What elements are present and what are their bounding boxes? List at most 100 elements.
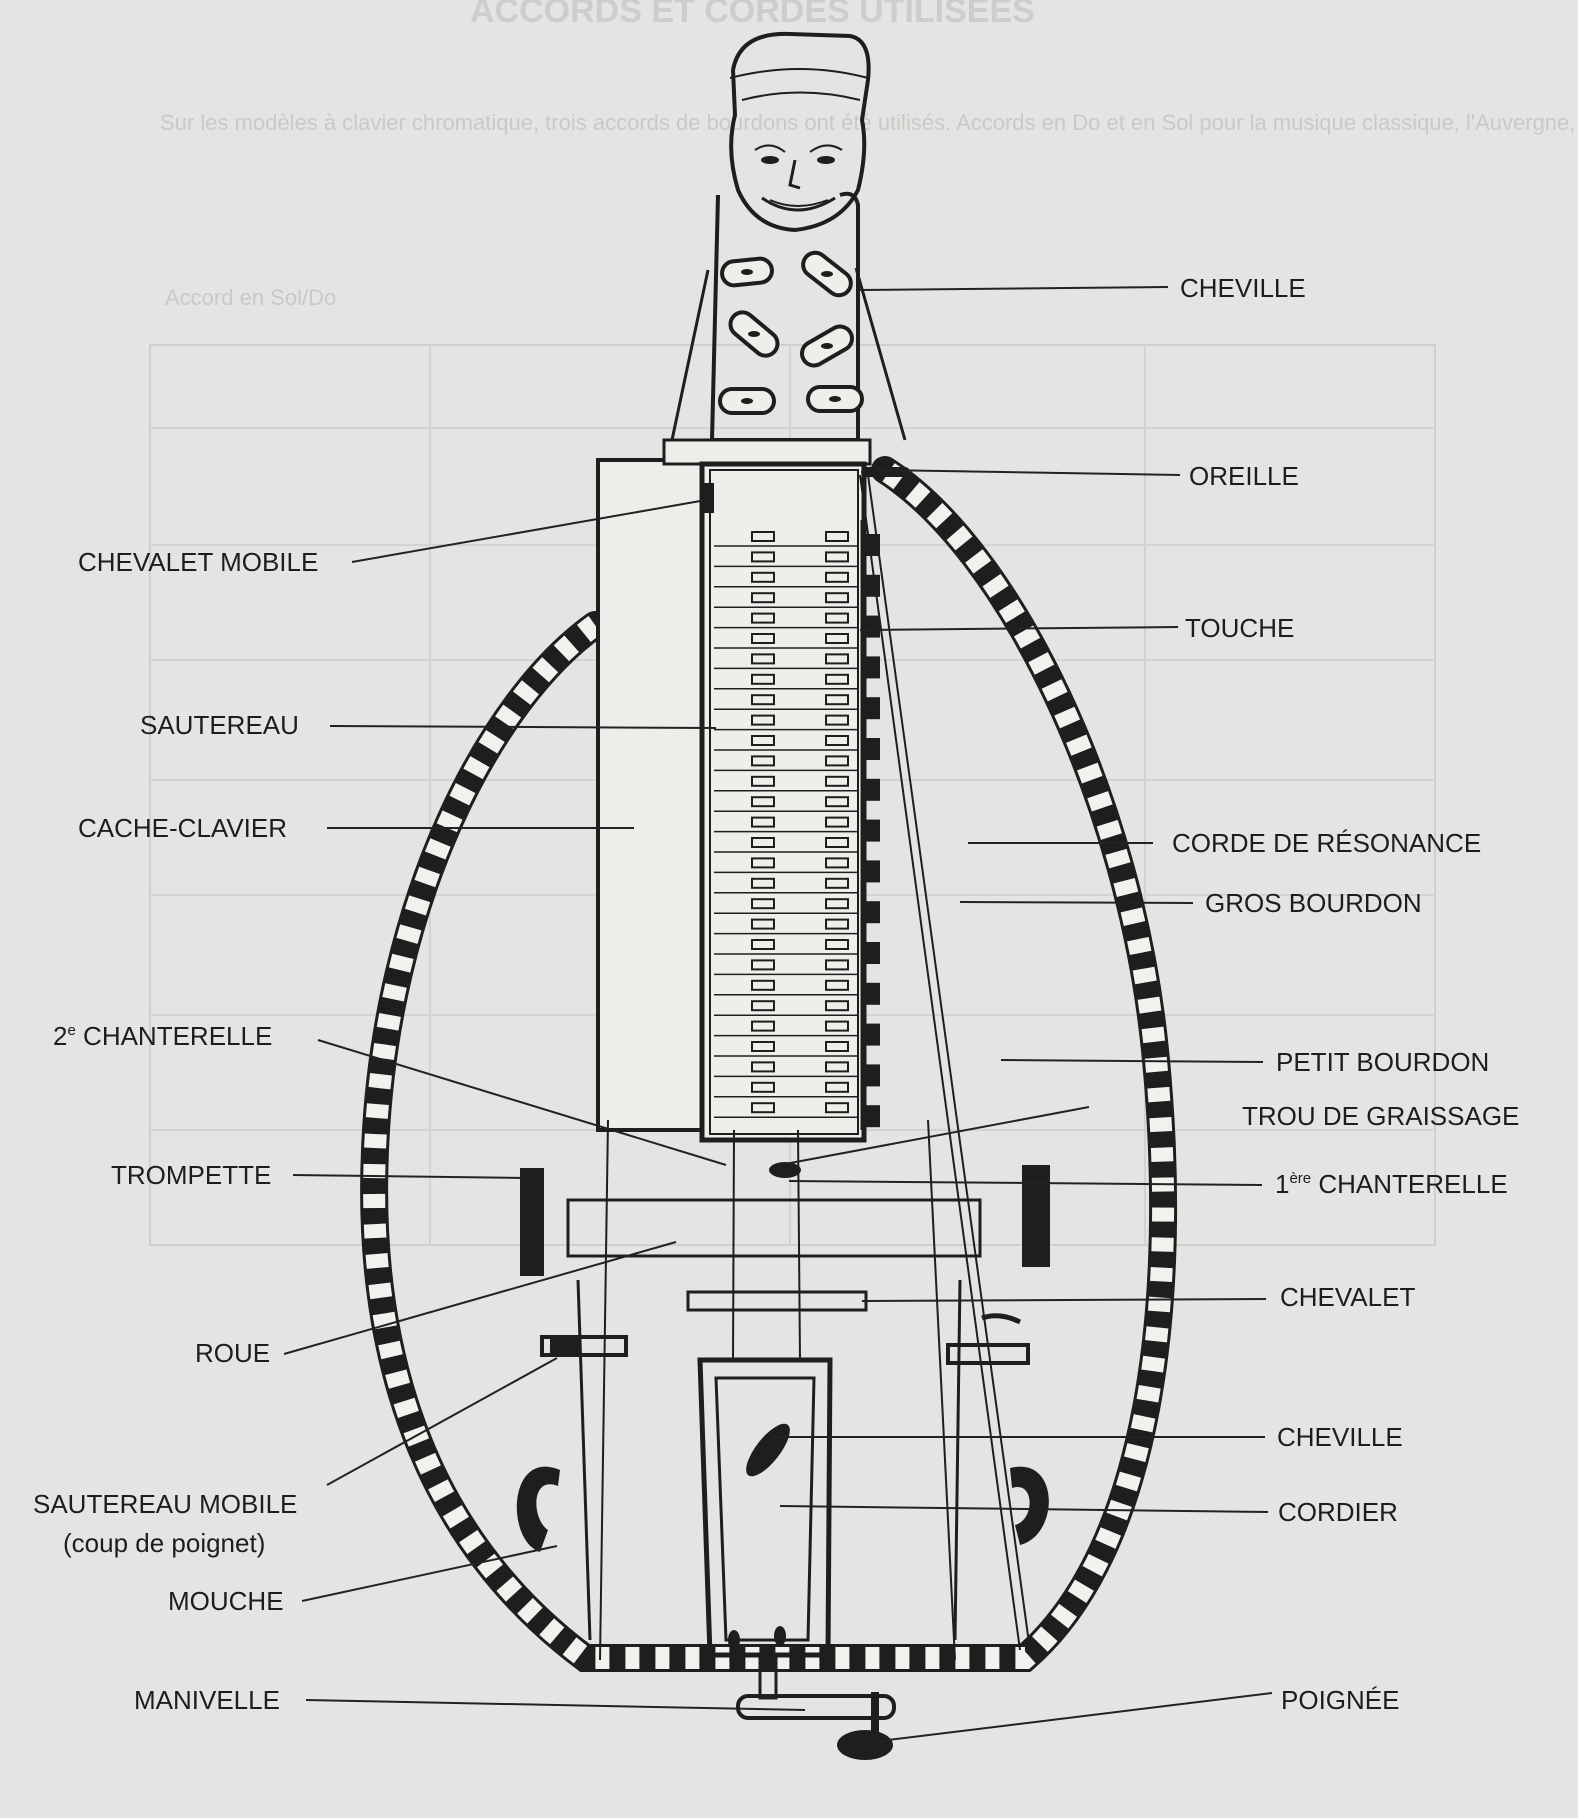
key-tangent: [751, 755, 775, 767]
key-tangent: [825, 1000, 849, 1012]
key-tangent: [825, 633, 849, 644]
key-tangent: [751, 735, 775, 746]
key-tangent: [825, 898, 849, 910]
key-tangent: [825, 612, 849, 624]
key-tangent: [825, 775, 849, 787]
key-head: [866, 942, 880, 964]
label-2e-chanterelle: 2e CHANTERELLE: [53, 1021, 272, 1051]
leader-lines: [283, 286, 1273, 1743]
key-tangent: [825, 653, 849, 665]
ghost-subheading: Accord en Sol/Do: [165, 285, 336, 310]
key-tangent: [751, 939, 775, 950]
key-tangent: [825, 531, 849, 542]
key-tangent: [751, 796, 775, 808]
label-cache-clavier: CACHE-CLAVIER: [78, 813, 287, 843]
key-head: [866, 1105, 880, 1128]
key-tangent: [751, 571, 775, 583]
label-roue: ROUE: [195, 1338, 270, 1368]
key-tangent: [825, 592, 849, 604]
key-tangent: [751, 1041, 775, 1052]
label-sautereau-mobile: SAUTEREAU MOBILE: [33, 1489, 297, 1519]
crank-handle-icon: [736, 1656, 896, 1760]
key-tangent: [825, 755, 849, 767]
key-tangent: [825, 877, 849, 889]
key-tangent: [751, 775, 775, 787]
key-head: [866, 738, 880, 760]
keyboard-keys: [714, 531, 880, 1128]
key-tangent: [751, 898, 775, 910]
key-tangent: [825, 571, 849, 583]
key-tangent: [825, 694, 849, 706]
label-mouche: MOUCHE: [168, 1586, 284, 1616]
key-tangent: [825, 1020, 849, 1032]
key-head: [866, 860, 880, 883]
key-tangent: [751, 816, 775, 828]
label-touche: TOUCHE: [1185, 613, 1294, 643]
key-tangent: [825, 1061, 849, 1073]
label-oreille: OREILLE: [1189, 461, 1299, 491]
key-head: [866, 778, 880, 801]
key-tangent: [751, 714, 775, 726]
key-tangent: [825, 918, 849, 930]
key-tangent: [825, 1081, 849, 1093]
label-corde-de-resonance: CORDE DE RÉSONANCE: [1172, 828, 1481, 858]
key-tangent: [751, 673, 775, 685]
label-chevalet-mobile: CHEVALET MOBILE: [78, 547, 318, 577]
key-tangent: [751, 959, 775, 971]
key-tangent: [751, 531, 775, 542]
carved-head-icon: [729, 31, 871, 233]
label-sautereau: SAUTEREAU: [140, 710, 299, 740]
key-head: [866, 982, 880, 1005]
key-tangent: [825, 735, 849, 746]
ghost-paragraph: Sur les modèles à clavier chromatique, t…: [160, 110, 1578, 135]
key-head: [866, 819, 880, 842]
key-tangent: [751, 837, 775, 848]
key-tangent: [751, 1000, 775, 1012]
key-tangent: [751, 1020, 775, 1032]
key-head: [866, 574, 880, 597]
key-tangent: [751, 857, 775, 869]
key-tangent: [751, 694, 775, 706]
label-petit-bourdon: PETIT BOURDON: [1276, 1047, 1489, 1077]
key-head: [866, 656, 880, 679]
key-tangent: [751, 1061, 775, 1073]
key-tangent: [751, 633, 775, 644]
key-tangent: [751, 1081, 775, 1093]
tuning-peg-icon: [718, 250, 864, 415]
key-tangent: [751, 612, 775, 624]
key-tangent: [825, 796, 849, 808]
key-head: [866, 1023, 880, 1046]
label-1ere-chanterelle: 1ère CHANTERELLE: [1275, 1169, 1508, 1199]
part-labels: CHEVILLE OREILLE CHEVALET MOBILE TOUCHE …: [33, 273, 1519, 1715]
key-tangent: [825, 939, 849, 950]
key-tangent: [751, 979, 775, 991]
label-cheville-top: CHEVILLE: [1180, 273, 1306, 303]
key-tangent: [825, 979, 849, 991]
key-tangent: [825, 857, 849, 869]
label-poignee: POIGNÉE: [1281, 1685, 1399, 1715]
sound-hole-icon: [516, 1466, 1049, 1552]
label-gros-bourdon: GROS BOURDON: [1205, 888, 1422, 918]
key-tangent: [825, 714, 849, 726]
label-manivelle: MANIVELLE: [134, 1685, 280, 1715]
label-chevalet: CHEVALET: [1280, 1282, 1415, 1312]
label-cordier: CORDIER: [1278, 1497, 1398, 1527]
key-tangent: [825, 551, 849, 563]
key-tangent: [751, 592, 775, 604]
key-tangent: [751, 1102, 775, 1114]
key-tangent: [825, 1041, 849, 1052]
key-head: [866, 697, 880, 720]
key-head: [866, 1064, 880, 1087]
key-tangent: [825, 837, 849, 848]
label-trompette: TROMPETTE: [111, 1160, 271, 1190]
label-cheville-bottom: CHEVILLE: [1277, 1422, 1403, 1452]
key-tangent: [751, 653, 775, 665]
key-head: [866, 901, 880, 924]
key-tangent: [825, 1102, 849, 1114]
key-tangent: [751, 918, 775, 930]
key-tangent: [825, 816, 849, 828]
key-head: [866, 615, 880, 638]
label-trou-de-graissage: TROU DE GRAISSAGE: [1242, 1101, 1519, 1131]
